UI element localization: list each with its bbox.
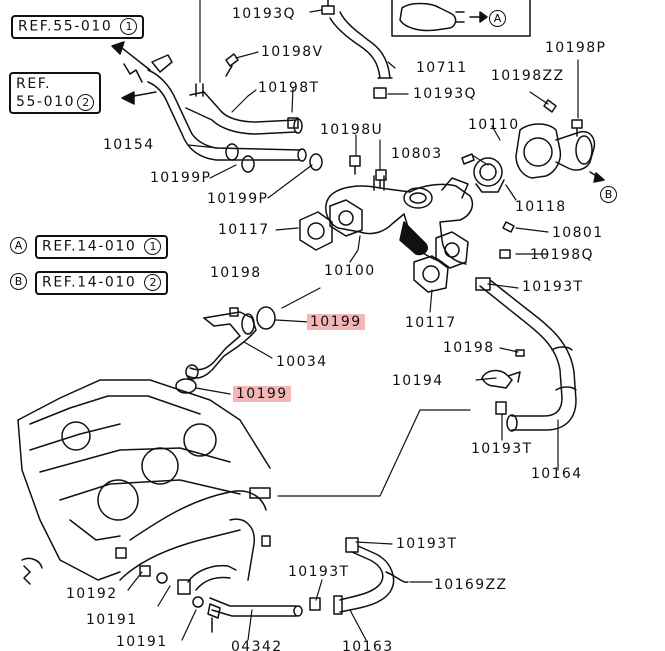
part-label-10169zz[interactable]: 10169ZZ (434, 577, 508, 593)
clip-10193q-mid (373, 87, 387, 99)
part-label-10199p[interactable]: 10199P (207, 191, 269, 207)
ref-text: REF.55-010 (18, 18, 113, 35)
pipe-04342 (139, 564, 303, 633)
part-label-10193t[interactable]: 10193T (396, 536, 458, 552)
hose-10164 (475, 277, 577, 432)
ref-box-55-010-1[interactable]: REF.55-010 1 (11, 15, 145, 39)
ref-text-line2: 55-010 (16, 94, 76, 110)
part-label-10192[interactable]: 10192 (66, 586, 118, 602)
part-label-10803[interactable]: 10803 (391, 146, 443, 162)
flange-mid (329, 199, 469, 269)
part-label-10193t[interactable]: 10193T (522, 279, 584, 295)
part-label-10110[interactable]: 10110 (468, 117, 520, 133)
ref-box-14-010-1[interactable]: REF.14-010 1 (35, 235, 169, 259)
part-label-10198v[interactable]: 10198V (261, 44, 324, 60)
hose-10163 (309, 537, 409, 615)
part-label-04342[interactable]: 04342 (231, 639, 283, 651)
part-label-10154[interactable]: 10154 (103, 137, 155, 153)
part-label-10193q[interactable]: 10193Q (232, 6, 296, 22)
hose-10711 (329, 11, 393, 79)
part-label-10198t[interactable]: 10198T (258, 80, 320, 96)
leader-lines (127, 0, 579, 641)
ref-text: REF.14-010 (42, 274, 137, 291)
part-label-10034[interactable]: 10034 (276, 354, 328, 370)
part-label-10193t[interactable]: 10193T (288, 564, 350, 580)
gasket-10117-right (413, 255, 449, 293)
part-label-10193t[interactable]: 10193T (471, 441, 533, 457)
ref-text: REF.14-010 (42, 238, 137, 255)
part-label-10711[interactable]: 10711 (416, 60, 468, 76)
ref-box-14-010-2[interactable]: REF.14-010 2 (35, 271, 169, 295)
water-outlet-fitting-10100 (325, 175, 474, 265)
arrow-target-a: A (489, 10, 506, 27)
arrow-target-b: B (600, 186, 617, 203)
part-label-10100[interactable]: 10100 (324, 263, 376, 279)
part-label-10191[interactable]: 10191 (86, 612, 138, 628)
part-label-10199p[interactable]: 10199P (150, 170, 212, 186)
pipe-10154 (147, 54, 307, 162)
ref-number-circle: 1 (144, 238, 162, 255)
engine-block (17, 379, 271, 585)
thermostat-housing (461, 123, 605, 193)
part-label-10198[interactable]: 10198 (443, 340, 495, 356)
bracket-10194 (481, 369, 521, 389)
part-label-10198q[interactable]: 10198Q (530, 247, 594, 263)
part-label-10199-highlighted[interactable]: 10199 (307, 314, 365, 330)
part-label-10198u[interactable]: 10198U (320, 122, 384, 138)
part-label-10191[interactable]: 10191 (116, 634, 168, 650)
ref-number-circle: 2 (144, 274, 162, 291)
ref-number-circle: 2 (77, 93, 95, 111)
part-label-10198[interactable]: 10198 (210, 265, 262, 281)
part-label-10198p[interactable]: 10198P (545, 40, 607, 56)
part-label-10164[interactable]: 10164 (531, 466, 583, 482)
ref-marker-a: A (10, 237, 27, 254)
part-label-10117[interactable]: 10117 (218, 222, 270, 238)
part-label-10193q[interactable]: 10193Q (413, 86, 477, 102)
part-label-10199-highlighted[interactable]: 10199 (233, 386, 291, 402)
bolts (225, 53, 583, 357)
clip-10199p (225, 143, 323, 173)
inset-box (391, 0, 531, 37)
part-label-10117[interactable]: 10117 (405, 315, 457, 331)
part-label-10198zz[interactable]: 10198ZZ (491, 68, 565, 84)
clip-10193q-top (321, 0, 335, 15)
part-label-10194[interactable]: 10194 (392, 373, 444, 389)
o-rings-10199 (175, 306, 276, 394)
part-label-10118[interactable]: 10118 (515, 199, 567, 215)
gasket-10117-left (299, 211, 333, 251)
part-label-10801[interactable]: 10801 (552, 225, 604, 241)
ref-arrows (111, 41, 157, 105)
ref-text-line1: REF. (16, 76, 52, 92)
ref-marker-b: B (10, 273, 27, 290)
water-pipe-10034 (185, 311, 257, 380)
ref-number-circle: 1 (120, 18, 138, 35)
part-label-10163[interactable]: 10163 (342, 639, 394, 651)
